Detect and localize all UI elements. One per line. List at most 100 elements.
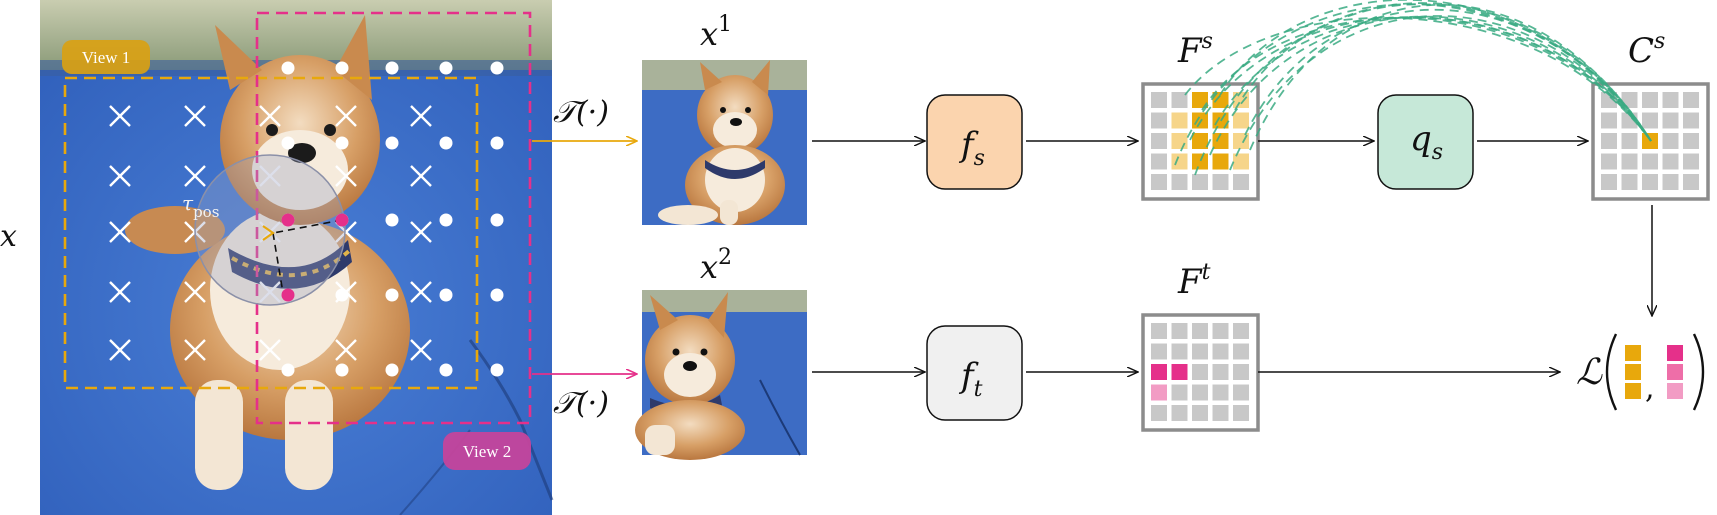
sample-cross: [109, 221, 131, 243]
student-network-box: [926, 94, 1023, 190]
view2-image: [635, 290, 807, 460]
attention-curve: [1189, 16, 1652, 142]
sample-dot: [335, 288, 349, 302]
attention-curve: [1174, 3, 1652, 166]
feature-cell: [1192, 174, 1208, 190]
feature-cell: [1601, 174, 1617, 190]
sample-cross: [109, 165, 131, 187]
sample-dot: [385, 213, 399, 227]
sample-dot: [439, 136, 453, 150]
sample-dot: [490, 288, 504, 302]
feature-cell: [1212, 405, 1229, 421]
loss-teacher-cell: [1667, 364, 1683, 380]
student-feature-label: Fs: [1177, 29, 1213, 71]
loss-teacher-cell: [1667, 345, 1683, 361]
feature-cell: [1233, 323, 1249, 339]
attention-curves: [1174, 0, 1652, 176]
feature-cell: [1151, 112, 1167, 129]
feature-cell: [1151, 343, 1167, 360]
prediction-grid: [1591, 82, 1710, 201]
feature-cell: [1151, 153, 1167, 170]
input-label-x: x: [0, 219, 17, 254]
view1-image-label: x1: [700, 12, 732, 53]
sample-dot: [335, 136, 349, 150]
sample-dot: [335, 363, 349, 377]
sample-cross: [410, 165, 432, 187]
feature-cell: [1171, 364, 1188, 380]
loss-teacher-cell: [1667, 383, 1683, 399]
transform-label-1: 𝒯(·): [553, 95, 609, 130]
feature-cell: [1151, 323, 1167, 339]
attention-curve: [1194, 2, 1652, 176]
feature-cell: [1171, 112, 1188, 129]
feature-cell: [1601, 133, 1617, 149]
feature-cell: [1212, 174, 1229, 190]
attention-curve: [1209, 15, 1652, 156]
sample-cross: [410, 339, 432, 361]
tau-pos-anchor: [262, 225, 275, 241]
view1-image: [642, 60, 807, 225]
view2-label: View 2: [463, 442, 512, 461]
feature-cell: [1662, 112, 1679, 129]
tau-pos-label: τpos: [182, 191, 219, 221]
view1-label: View 1: [82, 48, 131, 67]
tau-pos-dot: [281, 213, 295, 227]
sample-cross: [410, 221, 432, 243]
sample-cross: [259, 105, 281, 127]
loss-student-cell: [1625, 364, 1641, 380]
feature-cell: [1233, 92, 1249, 108]
feature-cell: [1151, 364, 1167, 380]
feature-cell: [1621, 153, 1638, 170]
feature-cell: [1151, 133, 1167, 149]
student-feature-grid: [1141, 82, 1260, 201]
prediction-label: Cs: [1628, 29, 1665, 71]
view2-dots: [281, 61, 504, 377]
feature-cell: [1601, 153, 1617, 170]
sample-cross: [410, 281, 432, 303]
sample-cross: [184, 281, 206, 303]
view2-image-label: x2: [700, 245, 732, 286]
feature-cell: [1662, 153, 1679, 170]
feature-cell: [1233, 364, 1249, 380]
sample-dot: [439, 363, 453, 377]
transform-label-2: 𝒯(·): [553, 386, 609, 421]
feature-cell: [1212, 323, 1229, 339]
tau-pos-dot: [281, 288, 295, 302]
feature-cell: [1192, 153, 1208, 170]
feature-cell: [1642, 92, 1658, 108]
loss-student-cell: [1625, 383, 1641, 399]
feature-cell: [1212, 153, 1229, 170]
feature-cell: [1621, 133, 1638, 149]
sample-dot: [385, 363, 399, 377]
feature-cell: [1662, 133, 1679, 149]
loss-right-paren: [1692, 333, 1705, 411]
sample-dot: [490, 213, 504, 227]
sample-dot: [439, 61, 453, 75]
feature-cell: [1192, 384, 1208, 401]
sample-dot: [335, 61, 349, 75]
feature-cell: [1621, 174, 1638, 190]
feature-cell: [1233, 384, 1249, 401]
attention-curve: [1184, 16, 1652, 142]
sample-dot: [281, 61, 295, 75]
view1-label-box: [62, 40, 150, 74]
sample-cross: [109, 281, 131, 303]
feature-cell: [1192, 364, 1208, 380]
loss-left-paren: [1605, 333, 1618, 411]
sample-dot: [385, 61, 399, 75]
feature-cell: [1171, 92, 1188, 108]
sample-dot: [281, 136, 295, 150]
sample-cross: [335, 165, 357, 187]
sample-cross: [184, 165, 206, 187]
feature-cell: [1151, 92, 1167, 108]
feature-cell: [1171, 323, 1188, 339]
feature-cell: [1233, 174, 1249, 190]
sample-cross: [259, 165, 281, 187]
feature-cell: [1171, 174, 1188, 190]
feature-cell: [1642, 174, 1658, 190]
sample-cross: [259, 281, 281, 303]
feature-cell: [1151, 174, 1167, 190]
feature-cell: [1233, 343, 1249, 360]
sample-dot: [490, 363, 504, 377]
feature-cell: [1683, 153, 1699, 170]
